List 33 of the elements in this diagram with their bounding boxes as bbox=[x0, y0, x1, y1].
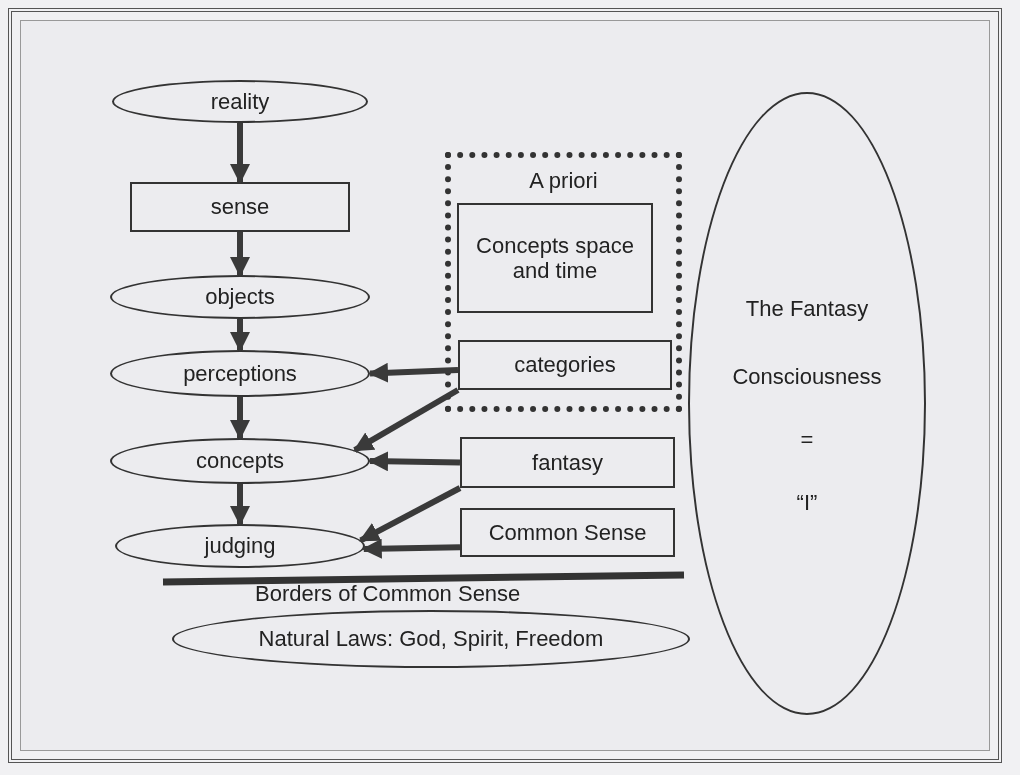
arrow bbox=[230, 319, 250, 352]
node-label: categories bbox=[514, 352, 616, 378]
node-label: Consciousness bbox=[732, 363, 882, 389]
arrow bbox=[230, 397, 250, 440]
node-label: = bbox=[800, 426, 814, 453]
arrow bbox=[368, 451, 461, 472]
node-label: sense bbox=[210, 194, 270, 220]
node-label: “I” bbox=[796, 490, 818, 516]
node-label: concepts bbox=[195, 448, 285, 474]
node-label: judging bbox=[204, 533, 276, 559]
node-label: objects bbox=[205, 284, 275, 310]
arrow bbox=[368, 362, 459, 383]
process-box bbox=[460, 437, 675, 488]
process-box bbox=[460, 508, 675, 557]
arrow bbox=[353, 387, 460, 453]
node-label: fantasy bbox=[532, 449, 603, 476]
node-label: Common Sense bbox=[488, 519, 647, 546]
arrow bbox=[230, 123, 250, 184]
node-label: reality bbox=[210, 88, 270, 115]
node-label: Concepts space and time bbox=[475, 232, 635, 284]
border-caption: Borders of Common Sense bbox=[255, 581, 521, 607]
dotted-group-box bbox=[445, 152, 682, 412]
arrow bbox=[358, 485, 462, 543]
group-heading: A priori bbox=[529, 168, 598, 194]
process-box bbox=[130, 182, 350, 232]
arrow bbox=[361, 538, 461, 559]
process-box bbox=[457, 203, 653, 313]
node-label: perceptions bbox=[183, 360, 297, 387]
arrow bbox=[230, 484, 250, 526]
node-label: The Fantasy bbox=[745, 294, 869, 323]
process-box bbox=[458, 340, 672, 390]
arrow bbox=[230, 232, 250, 277]
node-label: Natural Laws: God, Spirit, Freedom bbox=[258, 626, 604, 652]
